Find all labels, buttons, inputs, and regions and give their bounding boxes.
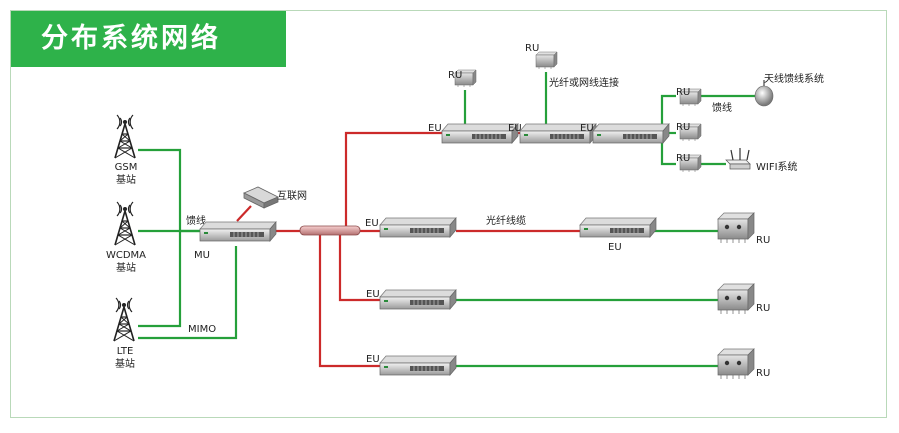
lte-tower: LTE 基站 bbox=[113, 297, 135, 370]
cell-tower-icon bbox=[114, 201, 136, 246]
rack-unit-icon bbox=[379, 217, 457, 238]
rack-unit-icon bbox=[441, 123, 519, 144]
ru-label: RU bbox=[525, 43, 539, 54]
remote-unit-icon bbox=[717, 212, 755, 244]
gsm-label: GSM bbox=[115, 162, 138, 173]
ru-label: RU bbox=[448, 70, 462, 81]
wcdma-sub-label: 基站 bbox=[116, 261, 136, 274]
rack-unit-icon bbox=[199, 221, 277, 242]
wcdma-tower: WCDMA 基站 bbox=[106, 201, 146, 274]
ru-label: RU bbox=[756, 235, 770, 246]
gsm-sub-label: 基站 bbox=[116, 173, 136, 186]
fiber-lines bbox=[236, 131, 595, 368]
eu-top-1: EU bbox=[428, 123, 519, 144]
rack-unit-icon bbox=[592, 123, 670, 144]
fiber-cable-label: 光纤线缆 bbox=[486, 214, 526, 227]
cell-tower-icon bbox=[114, 114, 136, 159]
eu-label: EU bbox=[580, 123, 594, 134]
mu-label: MU bbox=[194, 250, 210, 261]
ru-label: RU bbox=[756, 368, 770, 379]
feeder-line-label: 馈线 bbox=[712, 101, 732, 114]
page-title: 分布系统网络 bbox=[41, 23, 221, 54]
ru-label: RU bbox=[676, 122, 690, 133]
mu-unit: MU bbox=[194, 221, 277, 261]
eu-mid-2: EU bbox=[579, 217, 657, 253]
antenna: 天线馈线系统 bbox=[754, 72, 824, 107]
antenna-icon bbox=[754, 85, 774, 107]
fiber-splitter bbox=[299, 225, 361, 236]
title-bar: 分布系统网络 bbox=[11, 11, 286, 67]
rack-unit-icon bbox=[379, 355, 457, 376]
coax-lines bbox=[138, 148, 238, 340]
internet-label: 互联网 bbox=[277, 190, 307, 202]
eu-label: EU bbox=[508, 123, 522, 134]
eu-label: EU bbox=[366, 354, 380, 365]
eu-low-1: EU bbox=[366, 289, 457, 310]
eu-low-2: EU bbox=[366, 354, 457, 376]
feeder-label: 馈线 bbox=[186, 214, 206, 227]
mimo-label: MIMO bbox=[188, 324, 216, 335]
ru-cluster-1: RU bbox=[676, 87, 702, 107]
fiber-cascade-label: 光纤或网线连接 bbox=[549, 76, 619, 89]
rack-unit-icon bbox=[579, 217, 657, 238]
ru-right-1: RU bbox=[717, 212, 770, 246]
wifi-label: WIFI系统 bbox=[756, 160, 798, 173]
diagram-frame bbox=[10, 10, 887, 418]
router-icon bbox=[725, 159, 751, 165]
gsm-tower: GSM 基站 bbox=[114, 114, 138, 186]
ru-cluster-3: RU bbox=[676, 153, 702, 173]
ru-label: RU bbox=[676, 153, 690, 164]
cell-tower-icon bbox=[113, 297, 135, 342]
eu-label: EU bbox=[428, 123, 442, 134]
ru-label: RU bbox=[756, 303, 770, 314]
remote-unit-icon bbox=[717, 283, 755, 315]
internet-router: 互联网 bbox=[243, 186, 307, 209]
antenna-system-label: 天线馈线系统 bbox=[764, 72, 824, 85]
eu-label: EU bbox=[608, 242, 622, 253]
ru-label: RU bbox=[676, 87, 690, 98]
eu-label: EU bbox=[366, 289, 380, 300]
ru-right-3: RU bbox=[717, 348, 770, 380]
rack-unit-icon bbox=[379, 289, 457, 310]
eu-top-2: EU bbox=[508, 123, 597, 144]
remote-unit-icon bbox=[717, 348, 755, 380]
eu-mid-1: EU bbox=[365, 217, 457, 238]
eu-top-3: EU bbox=[580, 123, 670, 144]
ru-right-2: RU bbox=[717, 283, 770, 315]
eu-label: EU bbox=[365, 218, 379, 229]
wifi-router: WIFI系统 bbox=[725, 148, 798, 173]
ru-top-1: RU bbox=[448, 69, 477, 88]
lte-sub-label: 基站 bbox=[115, 357, 135, 370]
lte-label: LTE bbox=[117, 346, 134, 357]
ru-top-2: RU bbox=[525, 43, 558, 70]
remote-unit-icon bbox=[535, 51, 558, 70]
ru-cluster-2: RU bbox=[676, 122, 702, 142]
wcdma-label: WCDMA bbox=[106, 250, 146, 261]
